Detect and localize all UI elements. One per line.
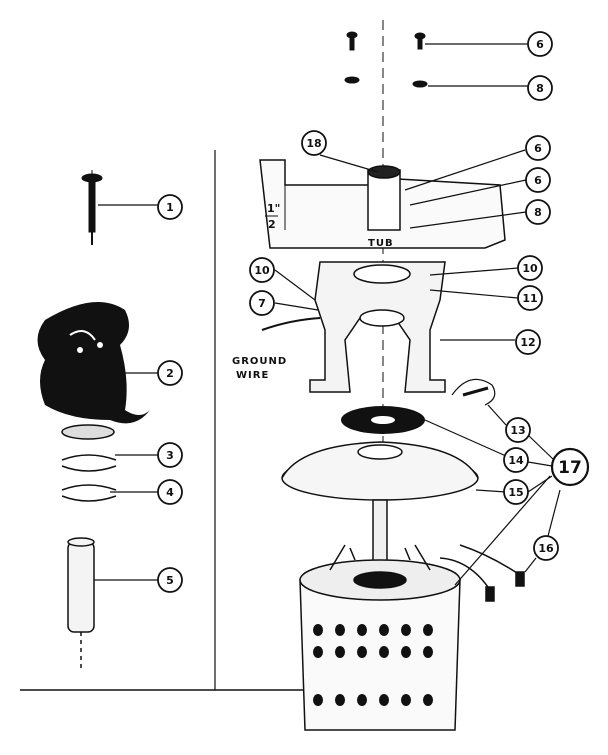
svg-text:10: 10 (522, 262, 538, 275)
callout-7: 7 (249, 290, 275, 316)
callout-6-upper: 6 (525, 135, 551, 161)
leader-line-13 (487, 404, 507, 426)
callout-16: 16 (533, 535, 559, 561)
ground-wire-label-2: WIRE (236, 370, 269, 381)
leader-line-14 (424, 419, 507, 457)
callout-6-middle: 6 (525, 167, 551, 193)
motor-vent-holes (313, 624, 433, 706)
part-3-washer (61, 424, 117, 472)
callout-5: 5 (157, 567, 183, 593)
leader-line-10a (274, 269, 316, 301)
svg-text:7: 7 (258, 297, 266, 310)
svg-text:8: 8 (536, 82, 544, 95)
callout-14: 14 (503, 447, 529, 473)
tub-section (259, 159, 506, 249)
leader-line-16 (524, 557, 537, 573)
callout-1: 1 (157, 194, 183, 220)
callout-18: 18 (301, 130, 327, 156)
svg-text:13: 13 (510, 424, 525, 437)
callout-12: 12 (515, 329, 541, 355)
leader-line-17-16 (547, 489, 561, 537)
ground-wire-label-1: GROUND (232, 356, 287, 367)
part-5-shaft-sleeve (67, 537, 95, 668)
part-14-seal (341, 406, 425, 434)
callout-13: 13 (505, 417, 531, 443)
leader-line-17-14 (527, 461, 553, 467)
svg-text:12: 12 (520, 336, 535, 349)
part-2-agitator-cap (37, 302, 150, 424)
callout-8-top: 8 (527, 75, 553, 101)
callout-8-middle: 8 (525, 199, 551, 225)
part-15-slinger-plate (281, 441, 479, 501)
callout-6-top: 6 (527, 31, 553, 57)
mounting-bracket (309, 261, 446, 393)
callout-2: 2 (157, 360, 183, 386)
leader-line-7 (274, 302, 319, 311)
part-16-wire-lead (439, 544, 525, 602)
leader-line-6c (409, 179, 527, 206)
svg-text:8: 8 (534, 206, 542, 219)
svg-text:1: 1 (166, 201, 174, 214)
part-1-screw (81, 168, 103, 245)
leader-line-6b (404, 149, 526, 191)
svg-text:4: 4 (166, 486, 174, 499)
svg-text:14: 14 (508, 454, 524, 467)
callout-10-right: 10 (517, 255, 543, 281)
svg-text:2: 2 (166, 367, 174, 380)
leader-line-17-motor (454, 475, 551, 586)
part-13-key (451, 378, 496, 406)
svg-text:6: 6 (534, 142, 542, 155)
callout-3: 3 (157, 442, 183, 468)
leader-line-11 (429, 289, 519, 299)
tub-label: TUB (368, 238, 394, 249)
dim-numerator: 1" (267, 202, 280, 215)
dim-denominator: 2 (268, 218, 276, 231)
leader-line-8b (409, 211, 527, 229)
callout-17: 17 (550, 447, 590, 487)
svg-text:11: 11 (522, 292, 537, 305)
callout-11: 11 (517, 285, 543, 311)
svg-text:3: 3 (166, 449, 174, 462)
motor-assembly (299, 499, 461, 731)
leader-line-17-13 (527, 434, 555, 461)
callout-10-left: 10 (249, 257, 275, 283)
leader-line-18 (319, 154, 379, 173)
svg-text:16: 16 (538, 542, 554, 555)
svg-text:6: 6 (534, 174, 542, 187)
svg-text:10: 10 (254, 264, 270, 277)
top-screws (344, 31, 428, 88)
svg-text:15: 15 (508, 486, 523, 499)
svg-text:6: 6 (536, 38, 544, 51)
callout-15: 15 (503, 479, 529, 505)
svg-text:17: 17 (558, 458, 582, 478)
leader-line-10b (429, 267, 519, 276)
callout-4: 4 (157, 479, 183, 505)
ground-wire (261, 317, 321, 331)
leader-line-15 (475, 489, 507, 493)
part-4-clip (61, 484, 117, 502)
svg-text:18: 18 (306, 137, 321, 150)
svg-text:5: 5 (166, 574, 174, 587)
